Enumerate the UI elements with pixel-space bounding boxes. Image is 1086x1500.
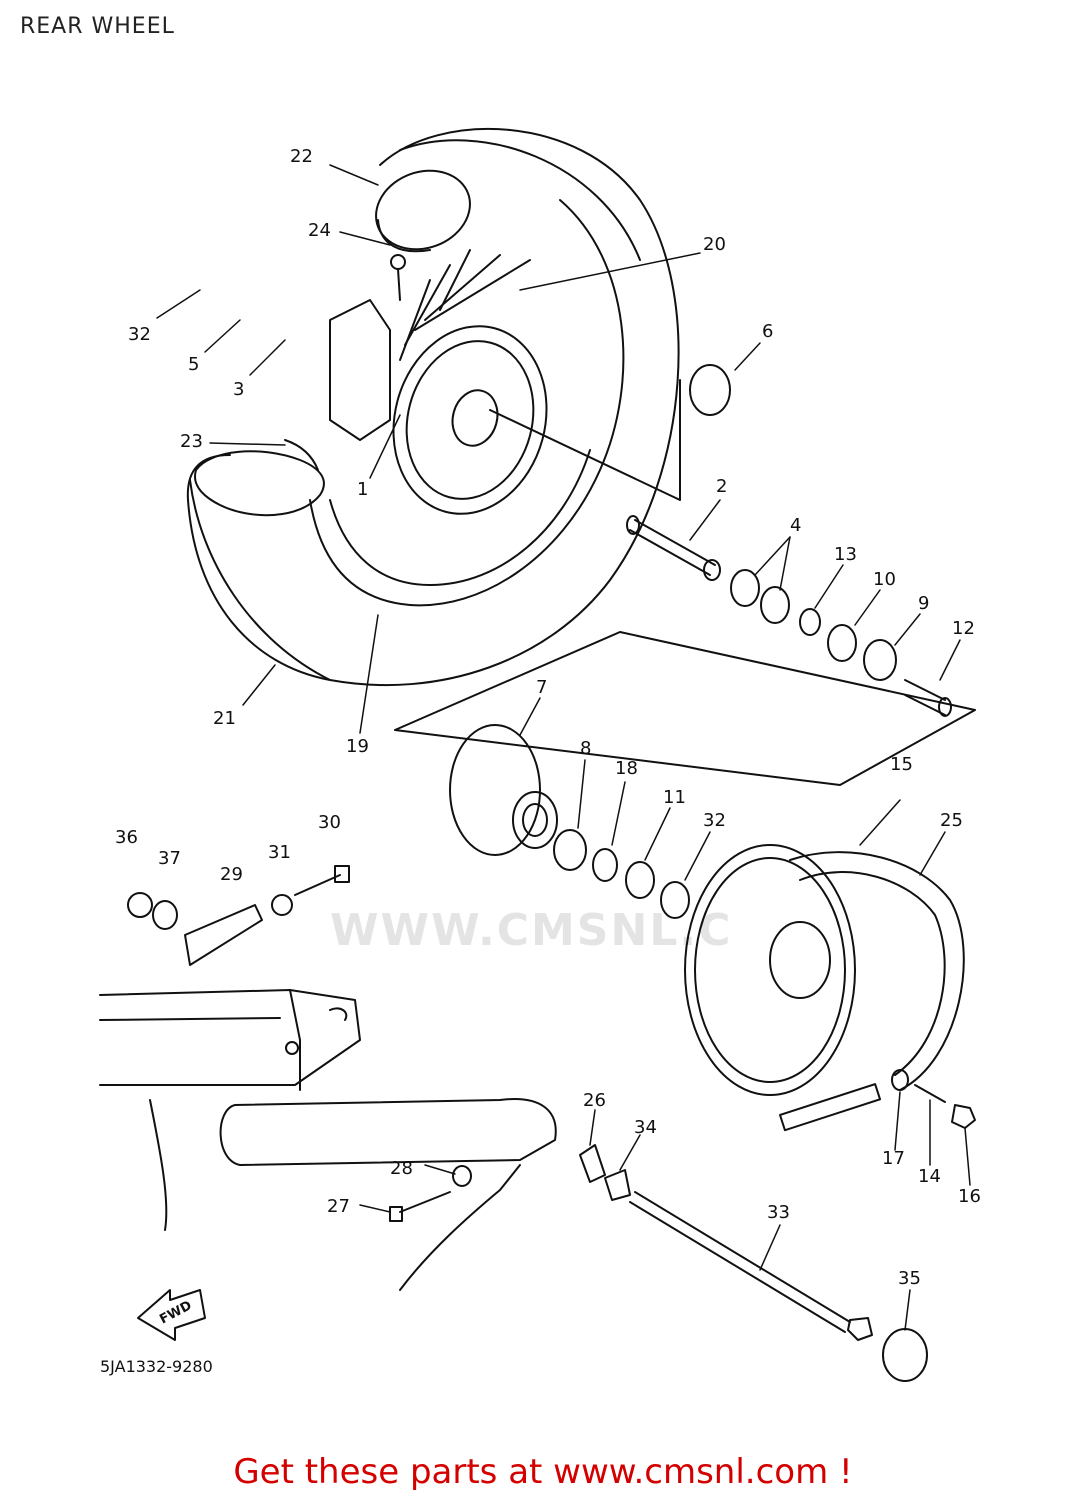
callout-labels: 22 20 24 32 5 3 6 23 1 2 4 13 10 9 12 21… [100, 146, 981, 1376]
pulley [684, 844, 965, 1132]
callout-31: 31 [268, 842, 291, 863]
page-title: REAR WHEEL [20, 14, 175, 39]
callout-32-mid: 32 [703, 810, 726, 831]
callout-32-top: 32 [128, 324, 151, 345]
diagram-code: 5JA1332-9280 [100, 1357, 213, 1376]
callout-28: 28 [390, 1158, 413, 1179]
callout-11: 11 [663, 787, 686, 808]
callout-30: 30 [318, 812, 341, 833]
callout-25: 25 [940, 810, 963, 831]
callout-19: 19 [346, 736, 369, 757]
callout-15: 15 [890, 754, 913, 775]
left-parts [127, 865, 350, 966]
wheel [329, 249, 548, 515]
watermark: WWW.CMSNL.C [330, 905, 733, 956]
callout-29: 29 [220, 864, 243, 885]
callout-18: 18 [615, 758, 638, 779]
rim-band [194, 439, 325, 517]
swingarm [99, 989, 557, 1291]
callout-33: 33 [767, 1202, 790, 1223]
callout-36: 36 [115, 827, 138, 848]
callout-1: 1 [357, 479, 368, 500]
callout-26: 26 [583, 1090, 606, 1111]
callout-3: 3 [233, 379, 244, 400]
small-parts [553, 829, 976, 1129]
callout-13: 13 [834, 544, 857, 565]
tire [186, 127, 680, 687]
callout-14: 14 [918, 1166, 941, 1187]
callout-2: 2 [716, 476, 727, 497]
callout-12: 12 [952, 618, 975, 639]
leader-lines [156, 164, 971, 1331]
callout-27: 27 [327, 1196, 350, 1217]
callout-20: 20 [703, 234, 726, 255]
callout-4: 4 [790, 515, 801, 536]
callout-24: 24 [308, 220, 331, 241]
callout-35: 35 [898, 1268, 921, 1289]
callout-37: 37 [158, 848, 181, 869]
fwd-arrow [137, 1289, 206, 1341]
callout-8: 8 [580, 738, 591, 759]
tube [375, 169, 471, 253]
callout-6: 6 [762, 321, 773, 342]
callout-16: 16 [958, 1186, 981, 1207]
footer-link[interactable]: Get these parts at www.cmsnl.com ! [233, 1452, 853, 1492]
hub [394, 631, 976, 856]
callout-34: 34 [634, 1117, 657, 1138]
axle-parts [489, 364, 952, 717]
callout-22: 22 [290, 146, 313, 167]
callout-10: 10 [873, 569, 896, 590]
rear-axle [389, 1144, 928, 1382]
callout-9: 9 [918, 593, 929, 614]
callout-7: 7 [536, 677, 547, 698]
callout-21: 21 [213, 708, 236, 729]
callout-5: 5 [188, 354, 199, 375]
callout-23: 23 [180, 431, 203, 452]
callout-17: 17 [882, 1148, 905, 1169]
